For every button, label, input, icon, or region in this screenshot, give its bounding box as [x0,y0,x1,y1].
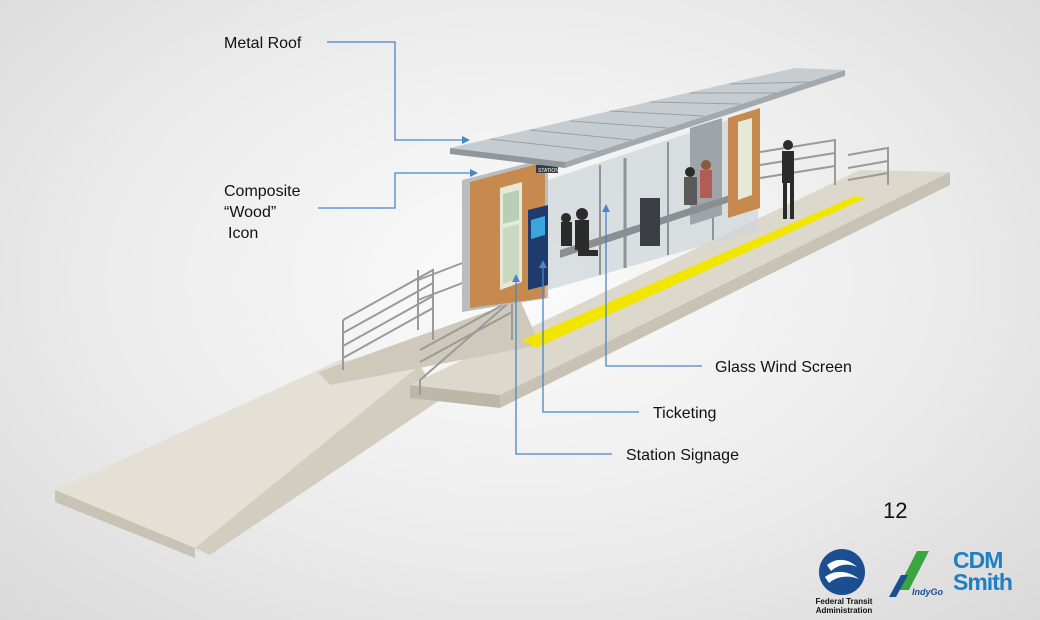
cdm-line2: Smith [953,569,1013,595]
page-number: 12 [883,498,908,523]
indygo-logo-icon [889,551,929,597]
cdm-line1: CDM [953,547,1003,573]
callout-leader-lines [318,41,702,455]
fta-line1: Federal Transit [815,597,873,606]
fta-logo-text: Federal Transit Administration [810,597,878,615]
callout-composite-wood-icon: Composite “Wood” Icon [224,181,300,244]
tactile-warning-strip [522,196,866,348]
station-sign: STATION [538,168,559,174]
indygo-logo-text: IndyGo [912,587,943,597]
cdm-smith-logo: CDM Smith [953,547,1013,595]
passengers [561,140,794,256]
callout-composite-wood-line1: Composite [224,183,301,200]
callout-station-signage: Station Signage [626,447,739,464]
partner-logos: Federal Transit Administration IndyGo CD… [805,545,1037,617]
callout-metal-roof: Metal Roof [224,35,302,52]
fta-logo-icon [819,549,929,597]
fta-line2: Administration [815,606,873,615]
composite-wood-wall: STATION [462,158,559,312]
metal-roof [450,68,845,168]
callout-glass-wind-screen: Glass Wind Screen [715,359,852,376]
callout-ticketing: Ticketing [653,405,717,422]
callout-arrowheads [462,136,610,282]
callout-composite-wood-line3: Icon [228,225,259,242]
composite-wood-panel-right [728,108,760,218]
callout-composite-wood-line2: “Wood” [224,204,277,221]
bench [560,195,730,258]
